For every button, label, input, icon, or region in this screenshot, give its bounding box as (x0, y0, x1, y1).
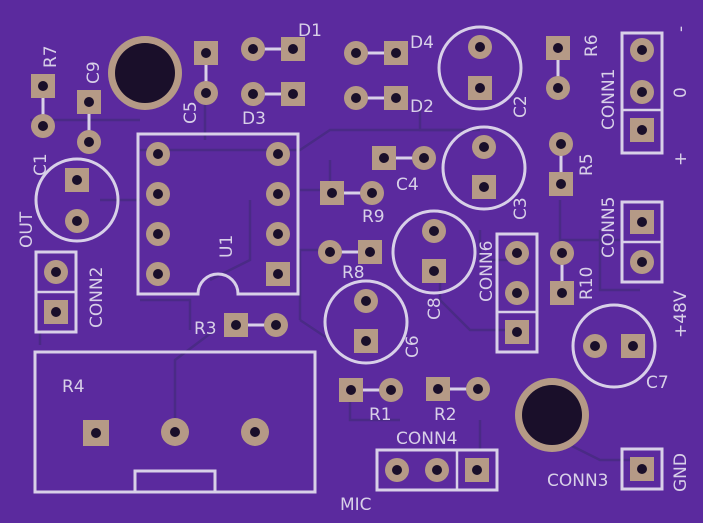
connector-conn5: CONN5 (599, 196, 664, 284)
label-c2: C2 (511, 95, 531, 118)
diode-d3: D3 (241, 82, 305, 129)
label-r6: R6 (582, 34, 602, 57)
capacitor-c3: C3 (441, 125, 531, 220)
label-d2: D2 (410, 97, 434, 117)
label-r10: R10 (577, 267, 597, 300)
label-conn4: CONN4 (396, 429, 458, 449)
diode-d1: D1 (241, 21, 322, 61)
capacitor-c9: C9 (77, 61, 104, 154)
resistor-r2: R2 (426, 377, 490, 425)
resistor-r10: R10 (550, 241, 597, 305)
label-plus: + (671, 152, 691, 166)
label-c1: C1 (31, 153, 51, 176)
connector-conn4: CONN4 (375, 429, 499, 492)
label-out: OUT (17, 211, 37, 248)
label-minus: - (671, 26, 691, 32)
ic-u1: U1 (136, 132, 300, 296)
capacitor-c6: C6 (323, 279, 423, 365)
label-c8: C8 (425, 297, 445, 320)
label-c4: C4 (396, 175, 419, 195)
capacitor-c5: C5 (181, 41, 218, 124)
label-conn3: CONN3 (547, 471, 609, 491)
resistor-r9: R9 (320, 181, 385, 227)
capacitor-c7: C7 (571, 303, 669, 393)
resistor-r8: R8 (318, 240, 382, 283)
resistor-r5: R5 (549, 132, 597, 196)
label-r4: R4 (62, 377, 85, 397)
label-d3: D3 (242, 109, 266, 129)
label-c6: C6 (403, 335, 423, 358)
label-c3: C3 (511, 197, 531, 220)
label-r3: R3 (194, 319, 217, 339)
label-conn6: CONN6 (477, 240, 497, 302)
resistor-r3: R3 (194, 313, 288, 339)
mounting-hole-top (108, 36, 182, 110)
capacitor-c2: C2 (437, 25, 531, 118)
label-d4: D4 (410, 33, 434, 53)
label-c9: C9 (84, 61, 104, 84)
label-conn5: CONN5 (599, 196, 619, 258)
label-mic: MIC (340, 495, 372, 515)
connector-conn2: CONN2 (34, 250, 107, 334)
mounting-hole-bottom (515, 378, 589, 452)
label-r5: R5 (577, 153, 597, 176)
label-r7: R7 (41, 45, 61, 68)
potentiometer-r4: R4 (33, 350, 317, 494)
connector-conn1: CONN1 - 0 + (599, 26, 691, 166)
label-conn2: CONN2 (87, 266, 107, 328)
capacitor-c8: C8 (391, 209, 477, 320)
label-zero: 0 (671, 87, 691, 98)
label-d1: D1 (298, 21, 322, 41)
label-c7: C7 (646, 373, 669, 393)
connector-conn6: CONN6 (477, 232, 539, 354)
label-r8: R8 (342, 263, 365, 283)
diode-d2: D2 (344, 86, 434, 117)
connector-conn3: CONN3 GND (547, 447, 691, 492)
label-r2: R2 (434, 405, 457, 425)
label-c5: C5 (181, 101, 201, 124)
label-gnd: GND (671, 453, 691, 492)
label-conn1: CONN1 (599, 68, 619, 130)
label-48v: +48V (671, 290, 691, 338)
capacitor-c1: C1 (31, 153, 120, 243)
label-r1: R1 (369, 405, 392, 425)
resistor-r7: R7 (31, 45, 61, 138)
resistor-r1: R1 (339, 378, 403, 425)
label-u1: U1 (217, 235, 237, 258)
resistor-r6: R6 (546, 34, 602, 100)
diode-d4: D4 (344, 33, 434, 65)
label-r9: R9 (362, 207, 385, 227)
capacitor-c4: C4 (372, 146, 436, 195)
